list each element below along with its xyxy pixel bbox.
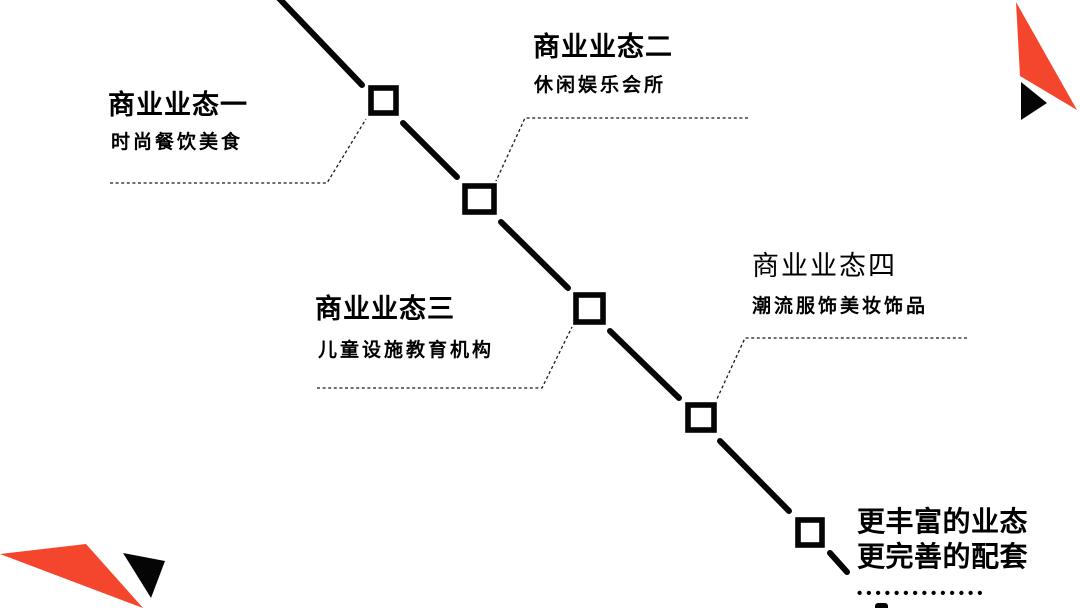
cropped-glyph-bottom-edge: [875, 603, 888, 608]
node-marker-5: [795, 517, 825, 548]
node5-title-line2: 更完善的配套: [857, 541, 1029, 572]
leader-line-node4: [715, 337, 967, 402]
leader-line-node3: [317, 326, 573, 389]
bottom-left-black-arrow-icon: [123, 553, 165, 598]
node1-subtitle: 时尚餐饮美食: [111, 132, 244, 153]
node2-subtitle: 休闲娱乐会所: [534, 75, 667, 96]
leader-line-node2: [495, 117, 748, 182]
node5-ellipsis-dots: ••••••••••••••: [857, 585, 987, 602]
trunk-segment-3-4: [607, 328, 682, 401]
node3-title: 商业业态三: [315, 294, 455, 324]
trunk-segment-entry: [276, 0, 365, 88]
trunk-segment-4-5: [717, 438, 792, 514]
node4-title: 商业业态四: [752, 251, 897, 281]
node-marker-1: [368, 85, 399, 116]
node1-title: 商业业态一: [108, 90, 248, 120]
bottom-left-red-arrow-icon: [0, 544, 143, 608]
top-right-black-arrow-icon: [1021, 82, 1047, 120]
top-right-red-arrow-icon: [1016, 2, 1077, 110]
node-marker-2: [462, 183, 497, 215]
trunk-segment-2-3: [498, 219, 571, 291]
node-marker-3: [573, 292, 606, 325]
node5-title-line1: 更丰富的业态: [857, 506, 1029, 537]
trunk-segment-1-2: [400, 120, 460, 180]
node-marker-4: [685, 402, 717, 433]
trunk-segment-exit: [827, 550, 850, 575]
node4-subtitle: 潮流服饰美妆饰品: [752, 296, 929, 317]
node2-title: 商业业态二: [533, 32, 673, 62]
node3-subtitle: 儿童设施教育机构: [318, 340, 495, 361]
